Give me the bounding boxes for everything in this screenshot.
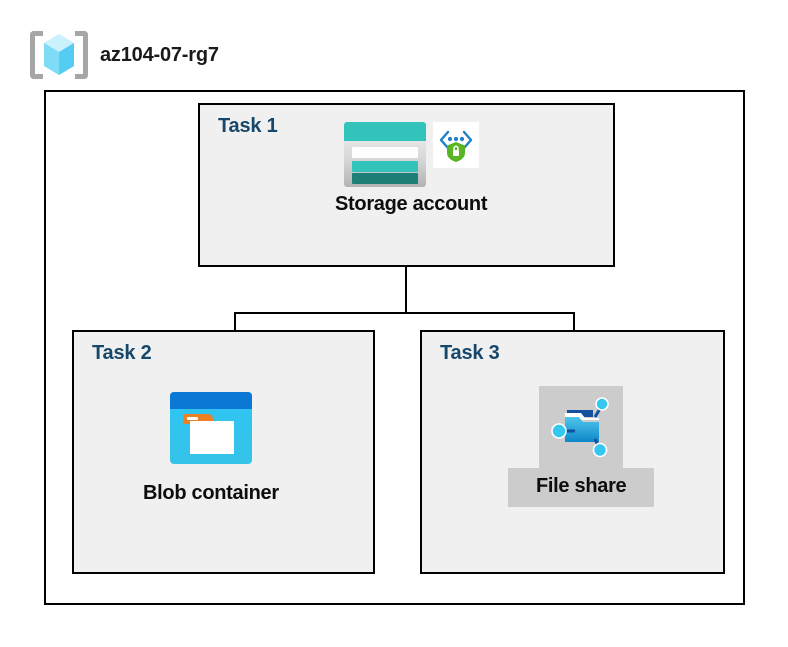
resource-group-name: az104-07-rg7 [100,43,219,66]
node-blob-container[interactable]: Blob container [143,392,279,505]
task-2-label: Task 2 [92,342,152,364]
resource-group-header: az104-07-rg7 [30,28,219,82]
bracket-right-decoration [75,31,88,79]
blob-container-icon-wrap [169,392,252,464]
storage-bar-2 [351,161,418,172]
cube-glyph [44,34,74,75]
file-share-icon-wrap [539,386,624,468]
storage-bar-3 [351,173,418,184]
storage-account-icon [343,122,426,187]
storage-account-icon-row [343,122,479,187]
node-file-share[interactable]: File share [508,386,655,507]
blob-folder-tab [182,414,213,424]
blob-document [189,421,234,454]
connector-horizontal-bar [234,312,575,314]
file-share-caption: File share [508,468,655,507]
task-1-label: Task 1 [218,115,278,137]
blob-container-icon [169,392,252,464]
task-3-label: Task 3 [440,342,500,364]
task-box-2[interactable]: Task 2 [72,330,375,574]
private-endpoint-icon [432,122,479,168]
node-storage-account[interactable]: Storage account [335,122,488,216]
file-share-icon [551,397,609,458]
resource-group-cube-icon [30,29,88,81]
bracket-left-decoration [30,31,43,79]
blob-container-caption: Blob container [143,482,279,504]
storage-account-caption: Storage account [335,193,488,215]
storage-header-bar [343,122,426,141]
connector-storage-stem [405,267,407,314]
storage-bar-1 [351,147,418,158]
blob-titlebar [169,392,252,409]
task-box-3[interactable]: Task 3 [420,330,725,574]
